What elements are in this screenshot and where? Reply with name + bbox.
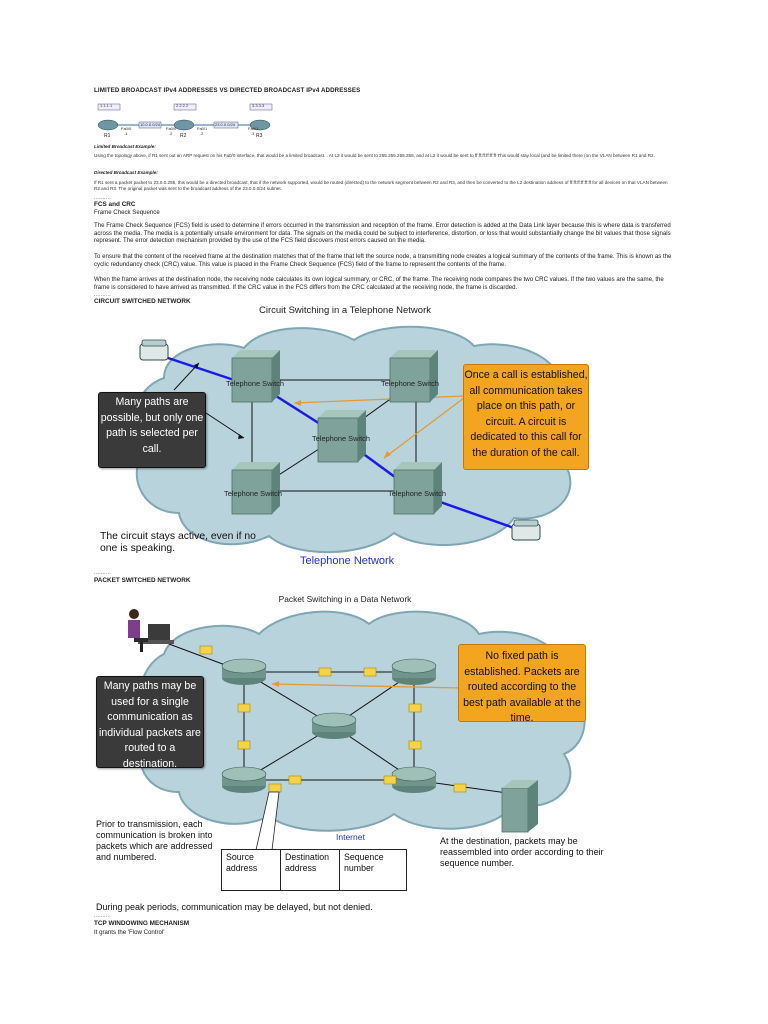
tcp-text: It grants the 'Flow Control'	[94, 929, 165, 936]
packet-field-destination: Destination address	[281, 850, 340, 890]
iface-num-2: .2	[169, 131, 173, 136]
subnet-label-2: 23.0.0.0/24	[215, 122, 236, 127]
iface-label-3: Fa0/1	[197, 126, 208, 131]
switch-label-center: Telephone Switch	[312, 434, 370, 443]
orange-packet-arrow	[271, 683, 463, 689]
router-top-right-icon	[391, 658, 437, 685]
directed-heading: Directed Broadcast Example:	[94, 170, 158, 175]
fcs-subheading: Frame Check Sequence	[94, 209, 160, 216]
internet-label: Internet	[336, 832, 365, 842]
fcs-paragraph-1: The Frame Check Sequence (FCS) field is …	[94, 222, 671, 245]
tcp-heading: TCP WINDOWING MECHANISM	[94, 920, 190, 927]
packet-field-source: Source address	[222, 850, 281, 890]
ip-box-r3	[249, 103, 273, 111]
router-r1-icon	[97, 119, 119, 131]
packet-figure-title: Packet Switching in a Data Network	[278, 594, 412, 604]
packet-field-sequence: Sequence number	[344, 852, 384, 873]
circuit-right-callout: Once a call is established, all communic…	[463, 364, 589, 470]
orange-arrowhead-2	[384, 451, 391, 458]
packet-footer: During peak periods, communication may b…	[96, 902, 373, 912]
packet-envelope-icons	[199, 645, 467, 793]
switch-label-bottom-right: Telephone Switch	[388, 489, 446, 498]
iface-num-3: .2	[200, 131, 204, 136]
packet-section-heading: PACKET SWITCHED NETWORK	[94, 577, 191, 584]
telephone-left-icon	[139, 339, 169, 361]
router-center-icon	[311, 712, 357, 739]
iface-label-2: Fa0/0	[166, 126, 177, 131]
fcs-heading: FCS and CRC	[94, 201, 136, 208]
switch-top-right	[389, 350, 438, 403]
telephone-network-label: Telephone Network	[300, 555, 395, 567]
circuit-caption: The circuit stays active, even if no one…	[100, 531, 256, 554]
server-icon	[501, 780, 538, 833]
switch-bottom-right	[393, 462, 442, 515]
subnet-box-2	[213, 121, 239, 129]
router-bottom-left-icon	[221, 766, 267, 793]
ip-label-r1: 1.1.1.1	[100, 103, 113, 108]
arrowhead-2	[238, 434, 244, 439]
orange-arrow-2	[383, 397, 465, 459]
left-arrow-1	[173, 362, 200, 391]
telephone-right-icon	[511, 519, 541, 541]
switch-label-top-left: Telephone Switch	[226, 379, 284, 388]
router-top-left-icon	[221, 658, 267, 685]
separator-4: ..........	[94, 913, 111, 919]
router-label-r2: R2	[180, 133, 187, 139]
subnet-label-1: 10.0.0.0/24	[140, 122, 161, 127]
fcs-paragraph-2: To ensure that the content of the receiv…	[94, 253, 672, 268]
orange-arrow-1	[293, 395, 465, 404]
ip-label-r2: 2.2.2.2	[176, 103, 189, 108]
left-arrow-2	[205, 412, 245, 439]
phone-link-left	[161, 354, 235, 382]
subnet-box-1	[138, 121, 162, 129]
iface-label-1: Fa0/0	[121, 126, 132, 131]
page-title: LIMITED BROADCAST IPv4 ADDRESSES VS DIRE…	[94, 87, 361, 94]
router-bottom-right-icon	[391, 766, 437, 793]
orange-arrowhead-1	[294, 400, 301, 406]
user-at-computer-icon	[128, 609, 174, 652]
router-label-r1: R1	[104, 133, 111, 139]
circuit-left-callout: Many paths are possible, but only one pa…	[98, 392, 206, 468]
packet-caption-left: Prior to transmission, each communicatio…	[96, 819, 213, 862]
separator-2: ..........	[94, 292, 111, 298]
switch-center	[317, 410, 366, 463]
ip-label-r3: 3.3.3.3	[252, 103, 265, 108]
packet-caption-right: At the destination, packets may be reass…	[440, 836, 604, 868]
router-r2-icon	[173, 119, 195, 131]
ip-box-r1	[97, 103, 121, 111]
ip-box-r2	[173, 103, 197, 111]
circuit-figure-title: Circuit Switching in a Telephone Network	[259, 305, 431, 316]
directed-text: If R1 sent a packet packet to 23.0.0.255…	[94, 180, 668, 192]
iface-num-4: .3	[251, 131, 255, 136]
separator-1: ..........	[94, 195, 111, 201]
router-label-r3: R3	[256, 133, 263, 139]
packet-fields-table: Source address Destination address Seque…	[221, 849, 407, 891]
separator-3: ..........	[94, 570, 111, 576]
topology-labels: 1.1.1.1 2.2.2.2 3.3.3.3 10.0.0.0/24 23.0…	[94, 103, 284, 141]
switch-bottom-left	[231, 462, 280, 515]
router-r3-icon	[249, 119, 271, 131]
iface-label-4: Fa0/1	[248, 126, 259, 131]
limited-heading: Limited Broadcast Example:	[94, 144, 156, 149]
packet-right-callout: No fixed path is established. Packets ar…	[458, 644, 586, 724]
limited-text: Using the topology above, if R1 sent out…	[94, 153, 655, 158]
orange-packet-arrowhead	[272, 681, 279, 687]
iface-num-1: .1	[124, 131, 128, 136]
packet-left-callout: Many paths may be used for a single comm…	[96, 676, 204, 770]
fcs-paragraph-3: When the frame arrives at the destinatio…	[94, 276, 664, 291]
switch-label-top-right: Telephone Switch	[381, 379, 439, 388]
router-topology-diagram	[97, 103, 273, 131]
switch-top-left	[231, 350, 280, 403]
switch-label-bottom-left: Telephone Switch	[224, 489, 282, 498]
phone-link-right	[428, 496, 515, 530]
arrowhead-1	[194, 363, 199, 369]
circuit-section-heading: CIRCUIT SWITCHED NETWORK	[94, 298, 191, 305]
